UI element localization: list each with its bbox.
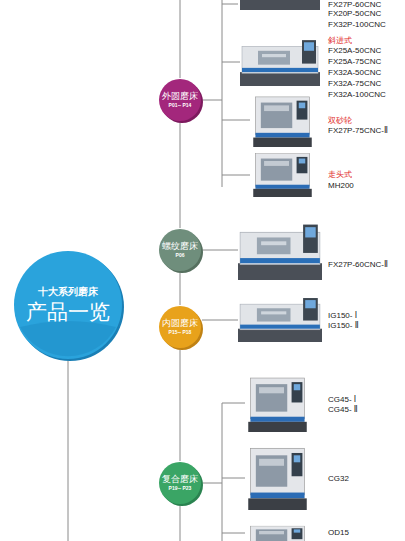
type-heading: 双砂轮 <box>328 116 352 126</box>
node-text-box: 复合磨床P19～P23 <box>158 461 202 505</box>
root-circle: 十大系列磨床产品一览 <box>13 250 123 360</box>
model-name: OD15 <box>328 528 349 538</box>
model-name: FX25A-50CNC <box>328 46 381 56</box>
node-subtext: P06 <box>176 253 185 259</box>
model-name: FX32A-50CNC <box>328 68 381 78</box>
model-name: IG150- Ⅱ <box>328 321 359 331</box>
model-name: CG45- Ⅰ <box>328 395 356 405</box>
node-heading: 内圆磨床 <box>162 319 198 329</box>
model-name: CG45- Ⅱ <box>328 405 358 415</box>
node-heading: 复合磨床 <box>162 475 198 485</box>
spine-connector <box>180 122 181 228</box>
node-subtext: P19～P23 <box>169 486 192 492</box>
model-name: CG32 <box>328 474 349 484</box>
node-subtext: 产品一览 <box>26 300 110 324</box>
model-name: FX27P-75CNC-Ⅱ <box>328 126 388 136</box>
type-heading: 走头式 <box>328 170 352 180</box>
node-heading: 十大系列磨床 <box>38 286 98 298</box>
node-text-box: 螺纹磨床P06 <box>158 228 202 272</box>
model-name: FX32P-100CNC <box>328 20 386 30</box>
model-name: FX20P-50CNC <box>328 9 381 19</box>
spine-connector <box>180 349 181 461</box>
type-heading: 斜进式 <box>328 36 352 46</box>
spine-connector <box>180 272 181 305</box>
category-circle: 复合磨床P19～P23 <box>158 461 202 505</box>
model-name: MH200 <box>328 181 354 191</box>
category-circle: 内圆磨床P15～P18 <box>158 305 202 349</box>
node-subtext: P01～P14 <box>169 103 192 109</box>
category-circle: 外圆磨床P01～P14 <box>158 78 202 122</box>
node-text-box: 外圆磨床P01～P14 <box>158 78 202 122</box>
model-name: FX25A-75CNC <box>328 57 381 67</box>
model-name: FX27P-60CNC-Ⅱ <box>328 260 388 270</box>
node-text-box: 十大系列磨床产品一览 <box>13 250 123 360</box>
model-name: FX27P-60CNC <box>328 0 381 10</box>
node-text-box: 内圆磨床P15～P18 <box>158 305 202 349</box>
node-heading: 螺纹磨床 <box>162 242 198 252</box>
model-name: IG150- Ⅰ <box>328 311 357 321</box>
node-subtext: P15～P18 <box>169 330 192 336</box>
model-name: FX32A-75CNC <box>328 79 381 89</box>
model-name: FX32A-100CNC <box>328 90 386 100</box>
category-circle: 螺纹磨床P06 <box>158 228 202 272</box>
node-heading: 外圆磨床 <box>162 92 198 102</box>
